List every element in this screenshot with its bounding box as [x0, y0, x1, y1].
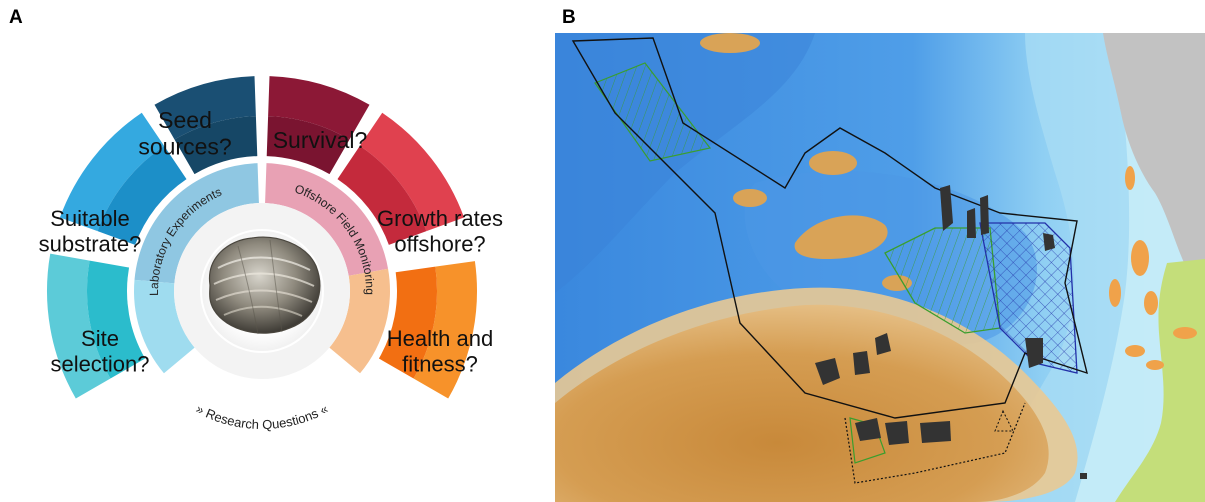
sector-inner-growth — [337, 145, 427, 245]
coastal-sand — [1109, 279, 1121, 307]
sector-health — [413, 261, 477, 399]
ring-orange — [329, 268, 390, 374]
research-questions-label: » Research Questions « — [194, 401, 331, 432]
wheel-group — [46, 76, 477, 399]
sector-survival — [268, 76, 370, 140]
study-area-outline — [571, 37, 1088, 419]
ring-offshore — [265, 163, 389, 276]
protected-area-green — [594, 62, 712, 162]
sandbank — [555, 304, 1049, 502]
ring-left — [133, 279, 195, 374]
panel-a-label: A — [9, 7, 23, 28]
panel-b-label: B — [562, 7, 576, 28]
sector-substrate — [59, 112, 165, 232]
sector-growth — [359, 112, 465, 232]
sand-patch — [700, 33, 760, 53]
inner-ring — [174, 203, 350, 380]
coastal-sand — [1125, 345, 1145, 357]
sector-seed — [154, 76, 256, 140]
wind-farms — [815, 185, 1087, 479]
sector-inner-site — [86, 260, 146, 379]
coastal-sand — [1125, 166, 1135, 190]
sand-patch — [733, 189, 767, 207]
sector-label-survival: Survival? — [273, 127, 368, 153]
sand-patch — [794, 215, 888, 260]
sector-inner-health — [378, 266, 437, 379]
sector-inner-seed — [174, 116, 258, 175]
coastal-sand — [1146, 360, 1164, 370]
coastal-sand — [1144, 291, 1158, 315]
coastal-sand — [1173, 327, 1197, 339]
north-sea-map — [555, 33, 1205, 502]
sector-inner-survival — [266, 116, 350, 175]
sector-inner-substrate — [97, 145, 187, 245]
protected-area-blue — [979, 222, 1078, 374]
land-green — [1115, 259, 1205, 502]
sector-site — [46, 253, 111, 399]
ring-lab — [134, 163, 259, 284]
oyster-image — [208, 236, 321, 335]
coastal-sand — [1131, 240, 1149, 276]
land-grey — [1103, 33, 1205, 265]
dotted-boundary — [844, 402, 1026, 484]
sand-patch — [809, 151, 857, 175]
